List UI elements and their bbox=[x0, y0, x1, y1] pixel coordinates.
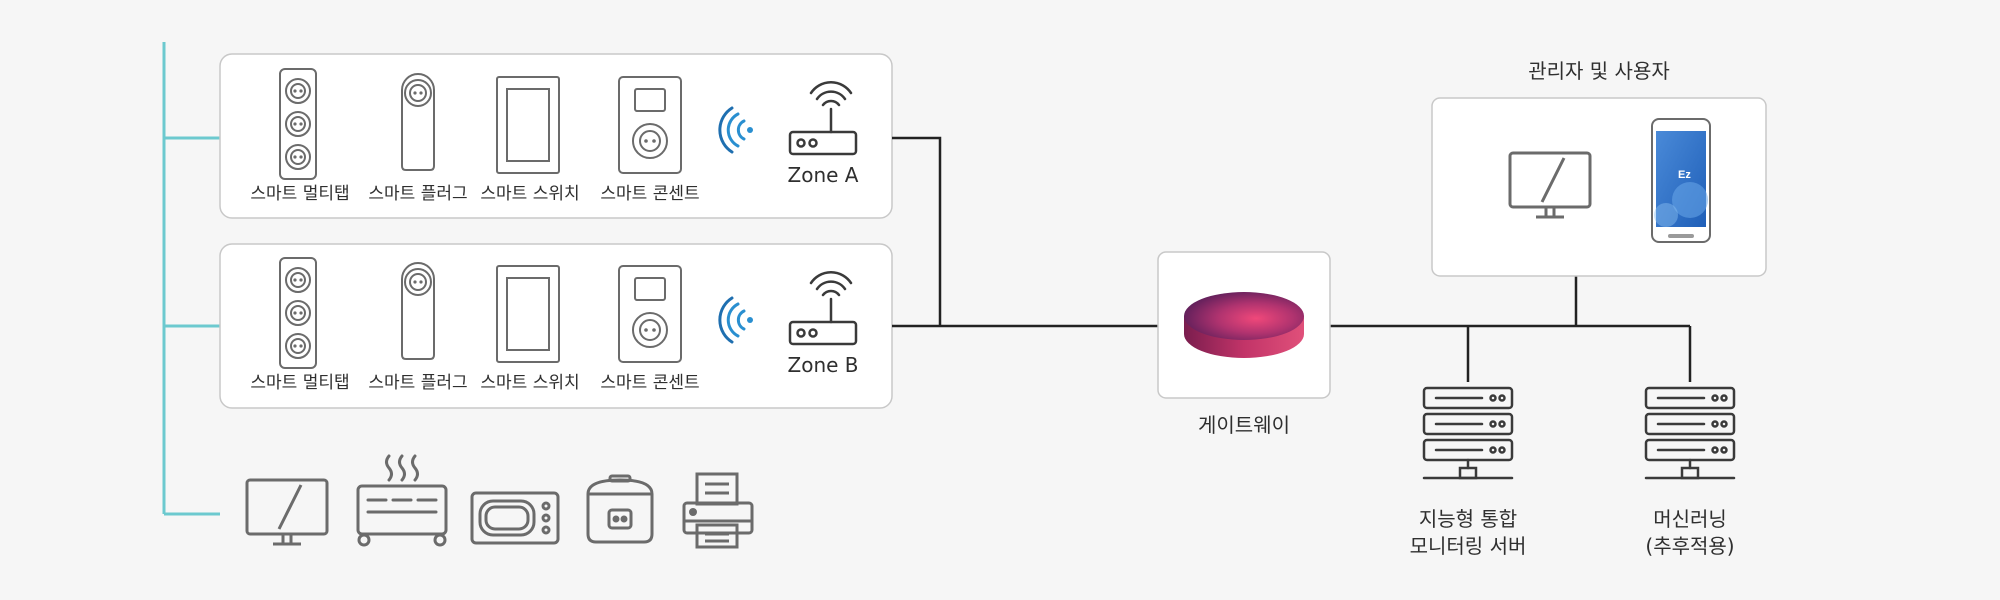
smartphone-icon: Ez bbox=[1651, 118, 1711, 243]
multitap-icon bbox=[279, 68, 317, 180]
microwave-icon bbox=[470, 491, 560, 545]
smart-switch-icon bbox=[496, 265, 560, 363]
multitap-icon bbox=[279, 257, 317, 369]
heater-icon bbox=[356, 454, 448, 547]
server-label-ml: 머신러닝 (추후적용) bbox=[1590, 506, 1790, 560]
gateway-puck-icon bbox=[1184, 292, 1304, 358]
teal-bus bbox=[162, 42, 220, 516]
device-label-plug: 스마트 플러그 bbox=[368, 373, 468, 393]
smart-plug-icon bbox=[401, 262, 435, 360]
gateway-label: 게이트웨이 bbox=[1198, 413, 1290, 437]
printer-icon bbox=[682, 472, 754, 549]
smart-switch-icon bbox=[496, 76, 560, 174]
network-connectors bbox=[892, 136, 1692, 382]
zone-a-label: Zone A bbox=[787, 163, 859, 187]
server-label-line1: 머신러닝 bbox=[1653, 507, 1727, 531]
server-label-line2: 모니터링 서버 bbox=[1409, 534, 1527, 558]
device-label-switch: 스마트 스위치 bbox=[480, 373, 580, 393]
device-label-switch: 스마트 스위치 bbox=[480, 184, 580, 204]
smart-plug-icon bbox=[401, 73, 435, 171]
device-label-outlet: 스마트 콘센트 bbox=[600, 184, 700, 204]
smart-outlet-icon bbox=[618, 76, 682, 174]
admin-label: 관리자 및 사용자 bbox=[1528, 59, 1670, 83]
server-label-line2: (추후적용) bbox=[1645, 534, 1735, 558]
smart-outlet-icon bbox=[618, 265, 682, 363]
server-rack-icon bbox=[1422, 386, 1514, 480]
monitor-icon bbox=[245, 478, 329, 546]
zone-b-label: Zone B bbox=[787, 353, 859, 377]
device-label-multitap: 스마트 멀티탭 bbox=[250, 184, 350, 204]
device-label-multitap: 스마트 멀티탭 bbox=[250, 373, 350, 393]
admin-box bbox=[1431, 97, 1767, 277]
device-label-plug: 스마트 플러그 bbox=[368, 184, 468, 204]
rice-cooker-icon bbox=[586, 474, 654, 544]
device-label-outlet: 스마트 콘센트 bbox=[600, 373, 700, 393]
phone-brand-text: Ez bbox=[1678, 169, 1691, 181]
server-rack-icon bbox=[1644, 386, 1736, 480]
server-label-monitoring: 지능형 통합 모니터링 서버 bbox=[1368, 506, 1568, 560]
server-label-line1: 지능형 통합 bbox=[1418, 507, 1518, 531]
